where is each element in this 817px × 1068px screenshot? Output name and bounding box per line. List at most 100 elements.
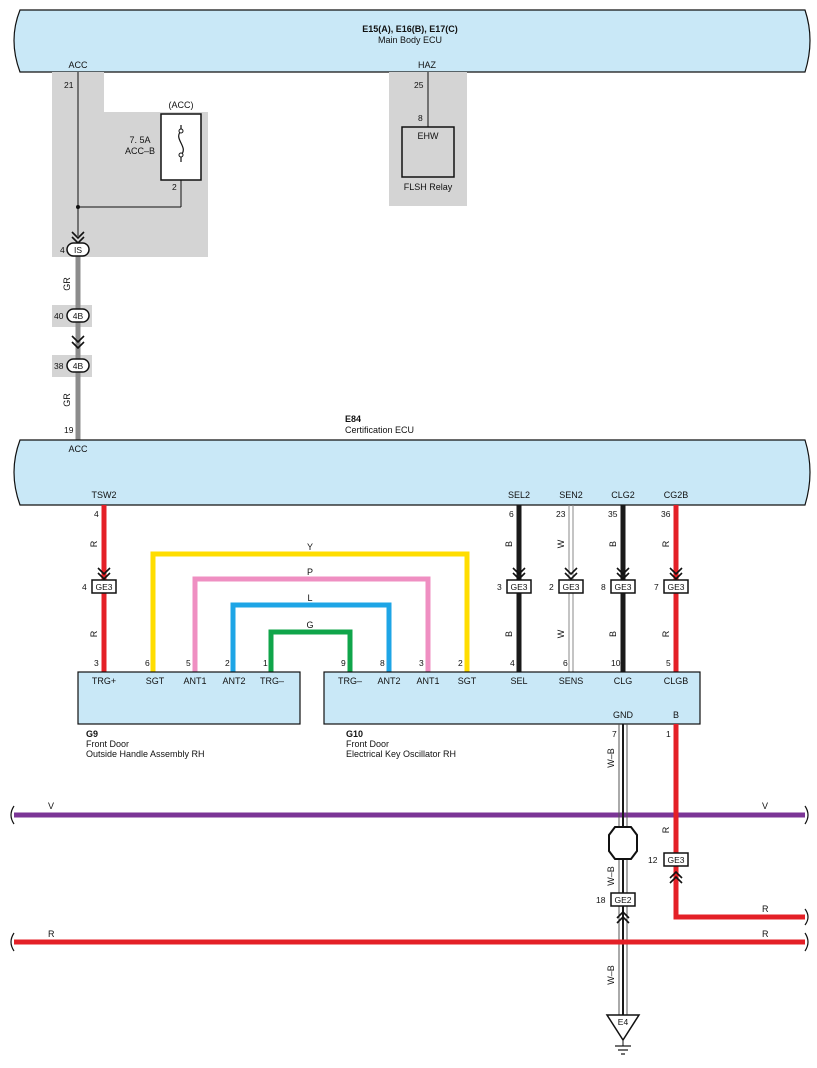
wire-color-gr-1: GR: [62, 277, 72, 291]
g10-b-pin: 1: [666, 729, 671, 739]
cert-pin-sen2: SEN2: [559, 490, 583, 500]
g9-code: G9: [86, 729, 98, 739]
loop-wire-label-l: L: [307, 593, 312, 603]
wire-label-w: W: [556, 539, 566, 548]
fuse-terminal-icon: [178, 128, 184, 134]
g10-pin: 3: [419, 658, 424, 668]
g10-terminal: SEL: [510, 676, 527, 686]
wire-label-wb: W–B: [606, 866, 616, 886]
cert-acc-pin-name: ACC: [68, 444, 88, 454]
g9-pin: 3: [94, 658, 99, 668]
certification-ecu: [13, 439, 811, 506]
wire-label-b: B: [608, 541, 618, 547]
g10-code: G10: [346, 729, 363, 739]
ground-point-icon: [605, 1014, 641, 1042]
connector-4b-2-pin: 38: [54, 361, 64, 371]
connector-is-pin: 4: [60, 245, 65, 255]
cert-pin-tsw2: TSW2: [91, 490, 116, 500]
g9-name2: Outside Handle Assembly RH: [86, 749, 205, 759]
g10-terminal: CLG: [614, 676, 633, 686]
cert-pin-no-36: 36: [661, 509, 671, 519]
fuse-label: (ACC): [169, 100, 194, 110]
wire-label-w: W: [556, 629, 566, 638]
loop-wire-label-p: P: [307, 567, 313, 577]
connector-4b-1-label: 4B: [73, 311, 84, 321]
connector-is-label: IS: [74, 245, 82, 255]
connector-arrow-icon: [669, 567, 683, 581]
junction-box: [91, 579, 117, 594]
g9-terminal: ANT2: [222, 676, 245, 686]
junction-ge3-12: [663, 852, 689, 867]
junction-pin: 7: [654, 582, 659, 592]
junction-pin: 8: [601, 582, 606, 592]
junction-pin: 12: [648, 855, 658, 865]
g9-terminal: TRG+: [92, 676, 116, 686]
cert-pin-clg2: CLG2: [611, 490, 635, 500]
connector-4b-1-pin: 40: [54, 311, 64, 321]
junction-box: [558, 579, 584, 594]
g9-pin: 6: [145, 658, 150, 668]
g10-terminal: TRG–: [338, 676, 362, 686]
cert-pin-no-23: 23: [556, 509, 566, 519]
junction-label: GE3: [510, 582, 527, 592]
g10-gnd-pin: 7: [612, 729, 617, 739]
g10-pin: 6: [563, 658, 568, 668]
wire-b-red: [673, 724, 805, 920]
wire-trg-green: [268, 629, 353, 672]
connector-arrow-icon: [564, 567, 578, 581]
g9-terminal: ANT1: [183, 676, 206, 686]
wire-label-b: B: [504, 541, 514, 547]
connector-arrow-icon: [97, 567, 111, 581]
junction-label: GE3: [614, 582, 631, 592]
wire-ant2-blue: [230, 602, 392, 672]
junction-label: GE3: [667, 855, 684, 865]
junction-label: GE3: [562, 582, 579, 592]
g10-pin: 4: [510, 658, 515, 668]
wire-label-r: R: [661, 540, 671, 547]
main-ecu-acc-pin-name: ACC: [68, 60, 88, 70]
g10-pin: 2: [458, 658, 463, 668]
junction-ge3-2: GE3 2: [549, 567, 584, 594]
wire-label-r: R: [48, 929, 55, 939]
wire-label-r: R: [661, 630, 671, 637]
connector-arrow-icon: [512, 567, 526, 581]
wire-sgt-yellow: [150, 551, 470, 672]
g10-terminal: ANT2: [377, 676, 400, 686]
junction-ge3-7: GE3 7: [654, 567, 689, 594]
wire-label-r: R: [89, 540, 99, 547]
g9-name1: Front Door: [86, 739, 129, 749]
acc-pin-number: 21: [64, 80, 74, 90]
fuse-name: ACC–B: [125, 146, 155, 156]
wire-label-r: R: [661, 826, 671, 833]
junction-box: [663, 579, 689, 594]
cert-pin-sel2: SEL2: [508, 490, 530, 500]
fuse-terminal-icon: [178, 152, 184, 158]
ground-label: E4: [618, 1017, 629, 1027]
loop-wire-label-g: G: [306, 620, 313, 630]
wire-label-r: R: [762, 904, 769, 914]
g9-terminal: SGT: [146, 676, 165, 686]
fuse-box: [160, 113, 202, 181]
haz-pin-number: 25: [414, 80, 424, 90]
flasher-terminal: EHW: [418, 131, 440, 141]
main-ecu-haz-pin-name: HAZ: [418, 60, 437, 70]
g10-pin: 5: [666, 658, 671, 668]
junction-pin: 2: [549, 582, 554, 592]
main-ecu-code: E15(A), E16(B), E17(C): [362, 24, 458, 34]
wire-label-v: V: [762, 801, 768, 811]
g10-pin: 8: [380, 658, 385, 668]
fuse-pin-number: 2: [172, 182, 177, 192]
wire-label-b: B: [504, 631, 514, 637]
g10-terminal: ANT1: [416, 676, 439, 686]
g10-gnd-terminal: GND: [613, 710, 634, 720]
g9-pin: 1: [263, 658, 268, 668]
junction-pin: 18: [596, 895, 606, 905]
bus-break-icon: [10, 805, 809, 825]
flasher-relay-box: [401, 126, 455, 178]
g10-pin: 10: [611, 658, 621, 668]
junction-box: [506, 579, 532, 594]
connector-arrow-icon: [71, 335, 85, 350]
connector-4b-1: [66, 308, 90, 323]
